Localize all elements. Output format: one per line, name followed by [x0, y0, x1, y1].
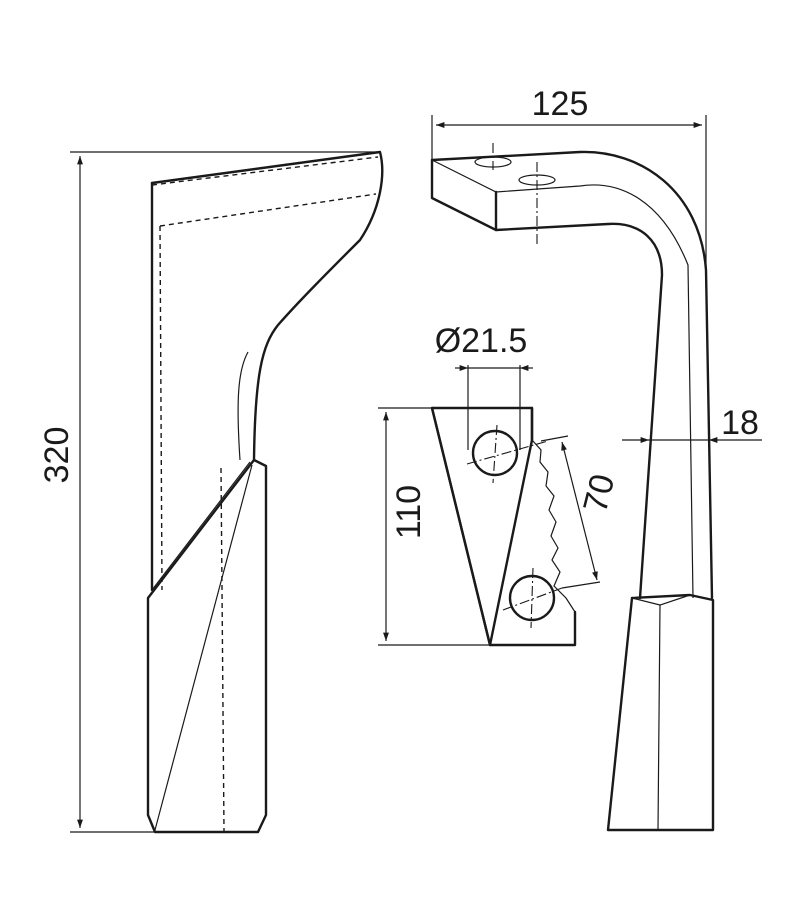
hole-spacing-dimension: 70 [540, 435, 622, 589]
mount-height-dimension: 110 [378, 407, 490, 646]
mounting-detail-view [430, 406, 577, 647]
height-dimension: 320 [38, 151, 380, 833]
blade-front-view [146, 150, 384, 834]
thickness-dimension: 18 [622, 404, 762, 443]
hole-diameter-dimension: Ø21.5 [435, 322, 533, 450]
hole-diameter-label: Ø21.5 [435, 322, 528, 360]
width-dimension-label: 125 [532, 85, 589, 123]
height-dimension-label: 320 [38, 427, 76, 484]
mount-height-label: 110 [390, 485, 428, 539]
width-dimension: 125 [431, 85, 707, 270]
thickness-dimension-label: 18 [721, 404, 759, 442]
blade-side-view [430, 143, 715, 832]
hole-spacing-label: 70 [576, 470, 622, 516]
